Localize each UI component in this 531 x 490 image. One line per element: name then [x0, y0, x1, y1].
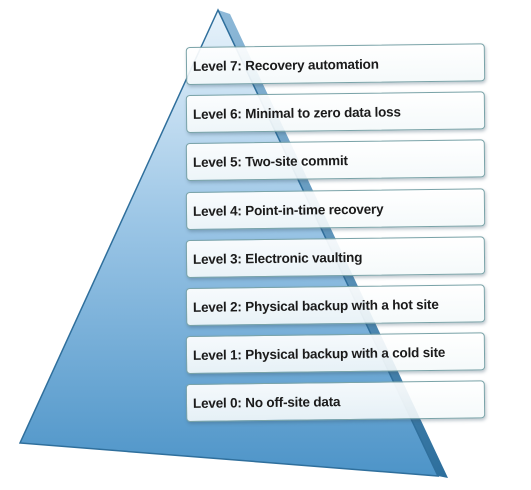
level-1-box: Level 1: Physical backup with a cold sit… [185, 332, 486, 375]
level-6-label: Level 6: Minimal to zero data loss [192, 104, 401, 122]
level-0-label: Level 0: No off-site data [192, 394, 341, 411]
level-7-label: Level 7: Recovery automation [192, 56, 379, 74]
level-4-box: Level 4: Point-in-time recovery [185, 187, 486, 230]
level-3-label: Level 3: Electronic vaulting [192, 249, 363, 267]
level-7-box: Level 7: Recovery automation [185, 43, 486, 85]
level-3-box: Level 3: Electronic vaulting [185, 236, 486, 278]
level-0-box: Level 0: No off-site data [185, 380, 486, 423]
level-2-box: Level 2: Physical backup with a hot site [185, 284, 486, 326]
level-2-label: Level 2: Physical backup with a hot site [192, 296, 439, 315]
level-4-label: Level 4: Point-in-time recovery [192, 200, 384, 219]
level-6-box: Level 6: Minimal to zero data loss [185, 91, 486, 134]
level-5-label: Level 5: Two-site commit [192, 152, 348, 170]
level-5-box: Level 5: Two-site commit [185, 139, 486, 182]
level-1-label: Level 1: Physical backup with a cold sit… [192, 344, 446, 363]
